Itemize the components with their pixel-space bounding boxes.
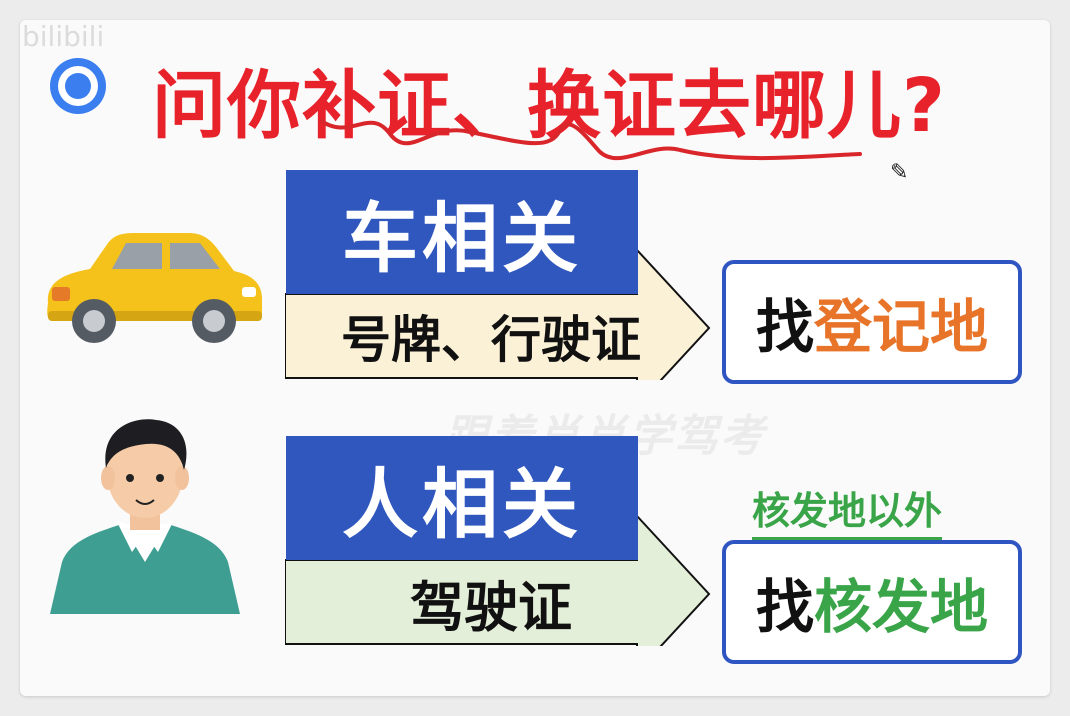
result-box-person: 找核发地 (722, 540, 1022, 664)
category-box-person: 人相关 (286, 436, 638, 560)
target-icon (50, 58, 106, 114)
slide-card: bilibili 问你补证、换证去哪儿? ✎ 跟着肖肖学驾考 (20, 20, 1050, 696)
result-prefix: 找 (755, 293, 814, 361)
category-box-car: 车相关 (286, 170, 638, 294)
result-highlight-registration: 登记地 (814, 293, 989, 361)
arrow-label-person-items: 驾驶证 (410, 575, 572, 639)
arrow-label-car-items: 号牌、行驶证 (341, 311, 641, 369)
page-title: 问你补证、换证去哪儿? (152, 63, 946, 149)
result-highlight-issuing: 核发地 (814, 573, 989, 641)
car-illustration (47, 233, 262, 343)
result-prefix: 找 (755, 573, 814, 641)
corner-watermark: bilibili (22, 20, 105, 53)
result-box-car: 找登记地 (722, 260, 1022, 384)
title-underline-squiggle (320, 118, 862, 161)
person-illustration (50, 419, 240, 614)
note-outside-issuing-place: 核发地以外 (752, 480, 943, 540)
edit-icon[interactable]: ✎ (890, 160, 909, 185)
